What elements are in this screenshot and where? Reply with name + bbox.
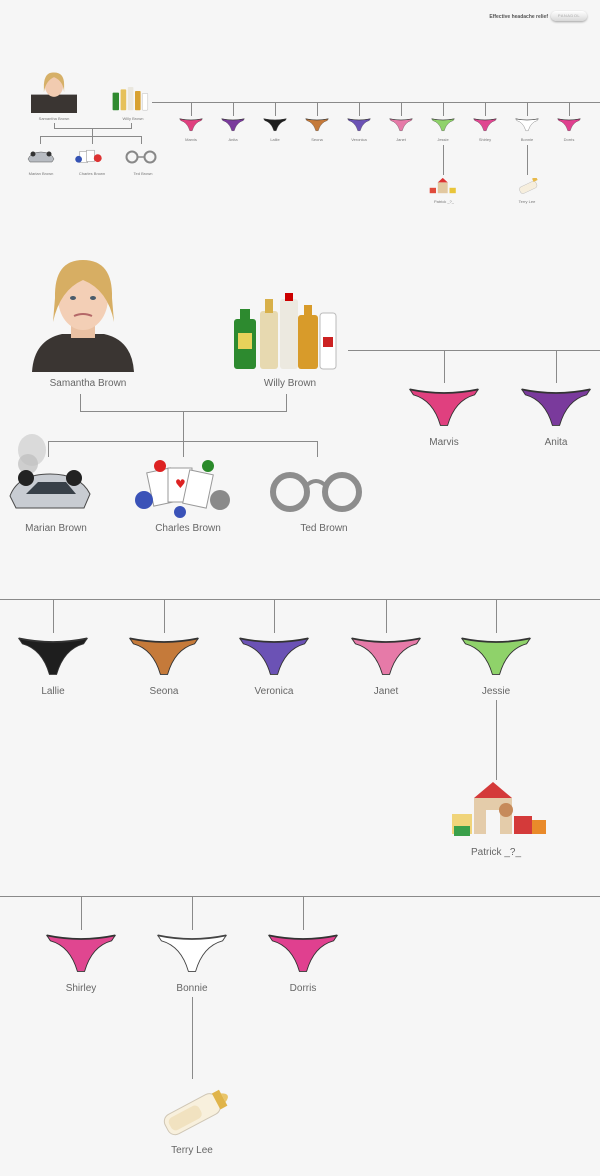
woman-portrait-icon: [31, 72, 77, 113]
woman-portrait-icon: [22, 252, 144, 372]
label-jessie: Jessie: [481, 686, 511, 697]
mini-label-lallie: Lallie: [270, 137, 280, 142]
mini-label-bonnie: Bonnie: [520, 137, 534, 142]
handcuffs-icon: [270, 472, 362, 512]
mini-anita-underwear-icon: [221, 117, 245, 137]
mini-label-veronica: Veronica: [351, 137, 367, 142]
wrecked-car-icon: [27, 151, 55, 163]
marvis-underwear-icon: [408, 384, 480, 434]
toy-blocks-icon: [429, 177, 456, 194]
janet-underwear-icon: [350, 633, 422, 683]
mini-label-patrick: Patrick _?_: [433, 199, 454, 204]
label-terry: Terry Lee: [171, 1145, 213, 1156]
bonnie-underwear-icon: [156, 930, 228, 980]
panadol-pill-icon: PANADOL: [551, 11, 587, 21]
mini-seona-underwear-icon: [305, 117, 329, 137]
label-ted: Ted Brown: [300, 523, 348, 534]
mini-label-samantha: Samantha Brown: [38, 116, 70, 121]
lallie-underwear-icon: [17, 633, 89, 683]
mini-label-anita: Anita: [228, 137, 238, 142]
liquor-bottles-icon: [112, 87, 148, 111]
label-seona: Seona: [149, 686, 179, 697]
mini-dorris-underwear-icon: [557, 117, 581, 137]
poker-cards-chips-icon: ♥: [135, 460, 230, 518]
mini-overview-tree: Samantha Brown Willy Brown Marian Brown …: [0, 0, 600, 215]
poker-cards-chips-icon: [75, 149, 102, 163]
mini-label-marvis: Marvis: [185, 137, 197, 142]
mini-lallie-underwear-icon: [263, 117, 287, 137]
label-charles: Charles Brown: [155, 523, 221, 534]
baby-bottle-icon: [163, 1089, 228, 1136]
baby-bottle-icon: [519, 178, 538, 194]
label-lallie: Lallie: [41, 686, 65, 697]
liquor-bottles-icon: [234, 293, 337, 370]
mini-label-jessie: Jessie: [437, 137, 449, 142]
svg-text:♥: ♥: [175, 477, 186, 491]
mini-label-terry: Terry Lee: [518, 199, 536, 204]
anita-underwear-icon: [520, 384, 592, 434]
mini-shirley-underwear-icon: [473, 117, 497, 137]
mini-label-shirley: Shirley: [478, 137, 492, 142]
veronica-underwear-icon: [238, 633, 310, 683]
wrecked-car-icon: [9, 434, 91, 509]
label-janet: Janet: [373, 686, 399, 697]
label-patrick: Patrick _?_: [470, 847, 522, 858]
label-veronica: Veronica: [254, 686, 294, 697]
label-marvis: Marvis: [429, 437, 459, 448]
mini-label-seona: Seona: [311, 137, 323, 142]
label-anita: Anita: [544, 437, 568, 448]
mini-label-dorris: Dorris: [563, 137, 575, 142]
mini-label-willy: Willy Brown: [122, 116, 144, 121]
dorris-underwear-icon: [267, 930, 339, 980]
label-bonnie: Bonnie: [176, 983, 208, 994]
mini-label-charles: Charles Brown: [78, 171, 106, 176]
mini-bonnie-underwear-icon: [515, 117, 539, 137]
toy-blocks-icon: [452, 782, 546, 836]
mini-veronica-underwear-icon: [347, 117, 371, 137]
label-dorris: Dorris: [289, 983, 317, 994]
mini-label-janet: Janet: [396, 137, 406, 142]
label-shirley: Shirley: [65, 983, 97, 994]
mini-label-marian: Marian Brown: [28, 171, 54, 176]
shirley-underwear-icon: [45, 930, 117, 980]
mini-label-ted: Ted Brown: [133, 171, 153, 176]
label-willy: Willy Brown: [263, 378, 317, 389]
label-samantha: Samantha Brown: [49, 378, 127, 389]
label-marian: Marian Brown: [25, 523, 87, 534]
mini-marvis-underwear-icon: [179, 117, 203, 137]
seona-underwear-icon: [128, 633, 200, 683]
mini-jessie-underwear-icon: [431, 117, 455, 137]
handcuffs-icon: [125, 150, 157, 164]
tagline: Effective headache relief: [489, 14, 548, 20]
mini-janet-underwear-icon: [389, 117, 413, 137]
jessie-underwear-icon: [460, 633, 532, 683]
